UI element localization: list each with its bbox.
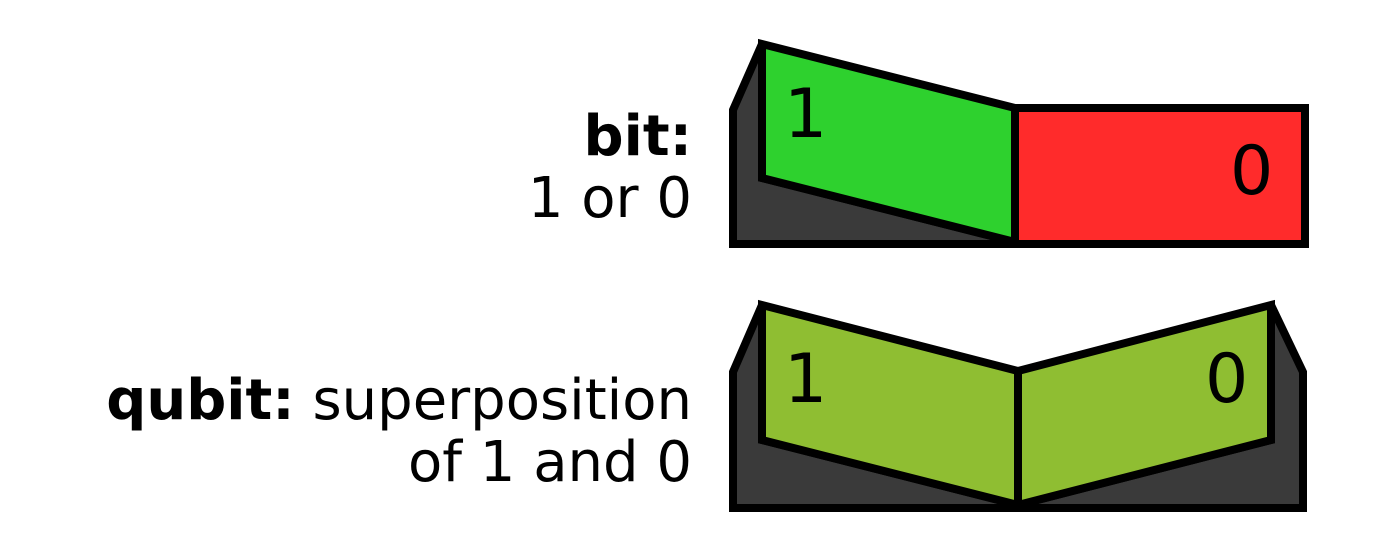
qubit-description-line1: superposition — [312, 368, 692, 433]
qubit-title: qubit: — [106, 368, 295, 433]
bit-label: bit: 1 or 0 — [528, 106, 692, 230]
qubit-switch-right-paddle — [1014, 299, 1275, 511]
bit-description: 1 or 0 — [527, 166, 692, 231]
bit-switch-left-number: 1 — [784, 75, 827, 154]
qubit-label: qubit: superposition of 1 and 0 — [106, 370, 692, 494]
qubit-description-line2: of 1 and 0 — [408, 430, 692, 495]
qubit-switch-right-number: 0 — [1205, 340, 1248, 419]
qubit-switch: 1 0 — [729, 299, 1307, 512]
bit-switch-right-number: 0 — [1230, 132, 1273, 211]
qubit-switch-left-number: 1 — [784, 340, 827, 419]
bit-title: bit: — [583, 104, 692, 169]
bit-switch: 1 0 — [729, 38, 1309, 248]
